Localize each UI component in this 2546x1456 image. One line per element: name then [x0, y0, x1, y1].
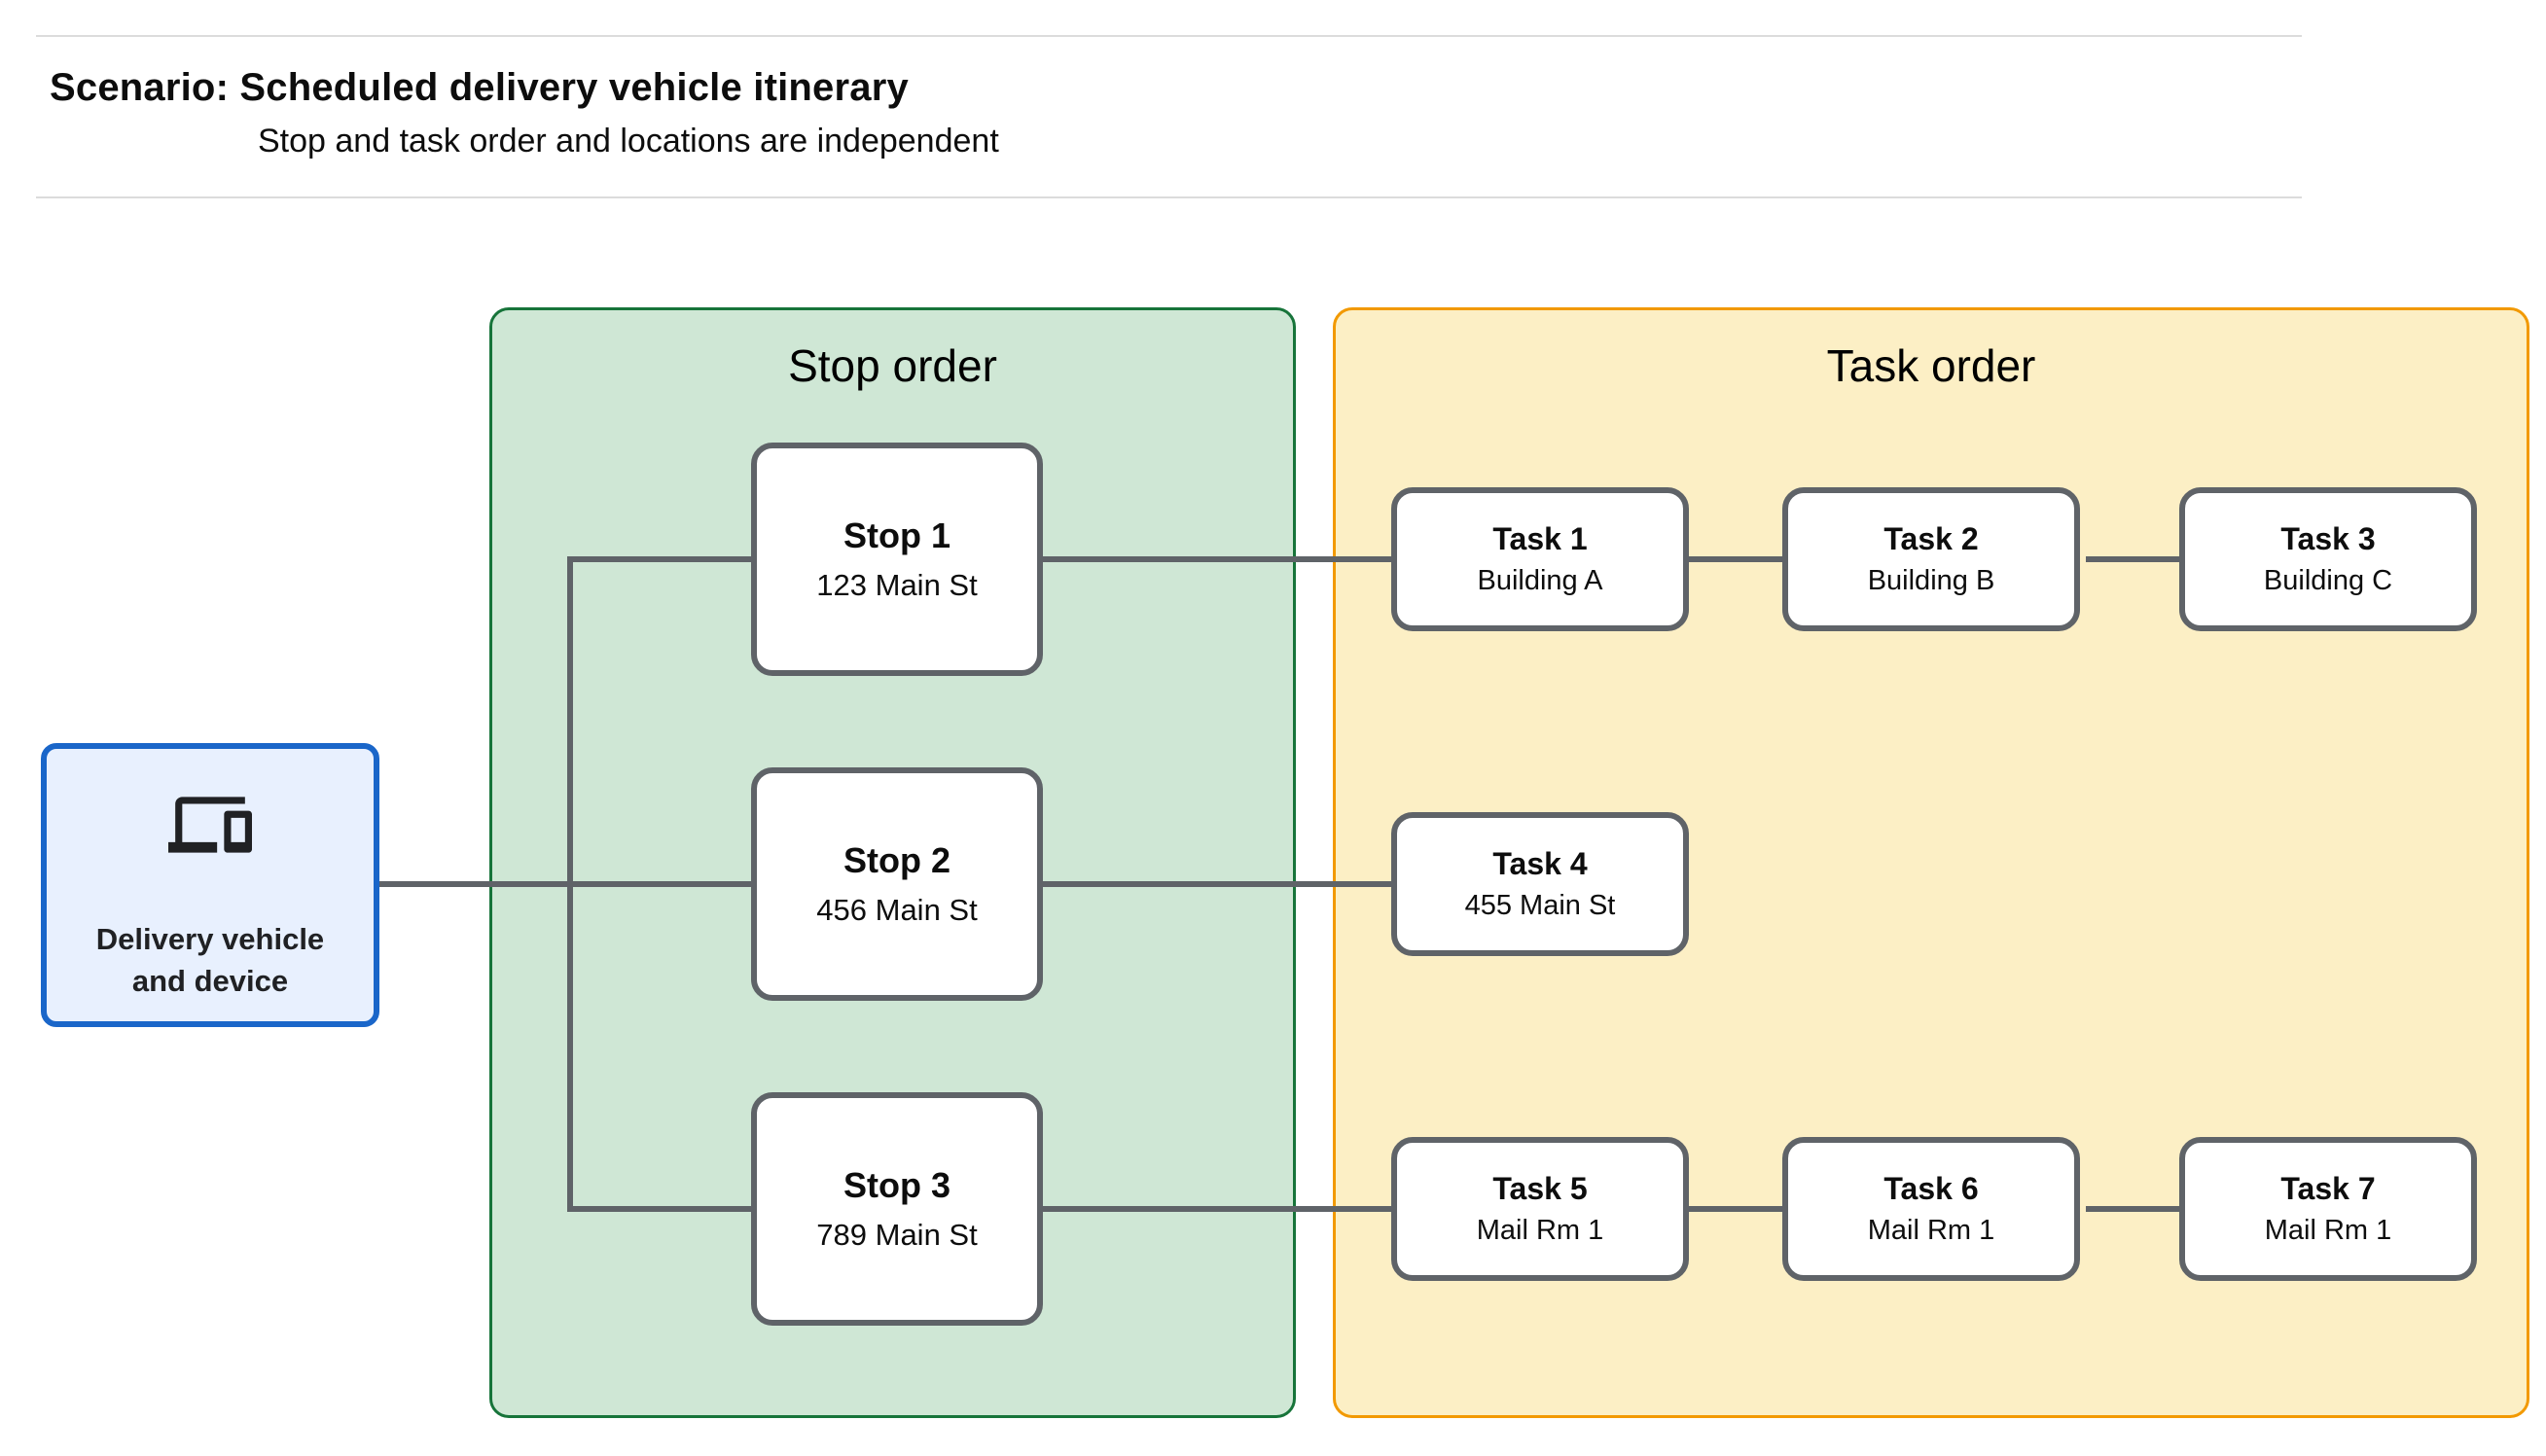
connector-trunk-vertical [567, 556, 573, 1212]
stop-2-name: Stop 2 [843, 840, 950, 880]
task-order-panel-title: Task order [1826, 340, 2036, 391]
devices-icon [168, 790, 252, 860]
task-6-location: Mail Rm 1 [1867, 1215, 1995, 1246]
connector-task6-task7 [2086, 1206, 2179, 1212]
task-3-location: Building C [2263, 565, 2393, 596]
task-7-location: Mail Rm 1 [2264, 1215, 2392, 1246]
task-node-6: Task 6 Mail Rm 1 [1782, 1137, 2080, 1281]
task-2-location: Building B [1867, 565, 1995, 596]
scenario-title: Scenario: Scheduled delivery vehicle iti… [50, 66, 909, 109]
task-4-name: Task 4 [1492, 846, 1588, 881]
task-2-name: Task 2 [1883, 521, 1979, 556]
task-node-7: Task 7 Mail Rm 1 [2179, 1137, 2477, 1281]
header-divider [36, 196, 2302, 198]
task-5-location: Mail Rm 1 [1476, 1215, 1604, 1246]
connector-stop3-task5 [1043, 1206, 1391, 1212]
connector-stop2-task4 [1043, 881, 1391, 887]
stop-node-1: Stop 1 123 Main St [751, 443, 1043, 676]
connector-trunk-stop3 [567, 1206, 751, 1212]
task-node-1: Task 1 Building A [1391, 487, 1689, 631]
connector-stop1-task1 [1043, 556, 1391, 562]
task-node-5: Task 5 Mail Rm 1 [1391, 1137, 1689, 1281]
delivery-vehicle-label: Delivery vehicle and device [95, 922, 325, 999]
stop-3-name: Stop 3 [843, 1165, 950, 1205]
task-3-name: Task 3 [2280, 521, 2376, 556]
stop-3-location: 789 Main St [816, 1218, 978, 1252]
connector-task5-task6 [1689, 1206, 1782, 1212]
connector-trunk-stop1 [567, 556, 751, 562]
stop-order-panel-title: Stop order [788, 340, 997, 391]
scenario-subtitle: Stop and task order and locations are in… [258, 123, 999, 160]
task-7-name: Task 7 [2280, 1171, 2376, 1206]
delivery-vehicle-node: Delivery vehicle and device [41, 743, 379, 1027]
stop-1-name: Stop 1 [843, 515, 950, 555]
stop-node-2: Stop 2 456 Main St [751, 767, 1043, 1001]
task-node-2: Task 2 Building B [1782, 487, 2080, 631]
task-6-name: Task 6 [1883, 1171, 1979, 1206]
task-node-3: Task 3 Building C [2179, 487, 2477, 631]
connector-task1-task2 [1689, 556, 1782, 562]
task-node-4: Task 4 455 Main St [1391, 812, 1689, 956]
top-divider [36, 35, 2302, 37]
task-1-location: Building A [1477, 565, 1603, 596]
task-4-location: 455 Main St [1464, 890, 1616, 921]
connector-task2-task3 [2086, 556, 2179, 562]
task-5-name: Task 5 [1492, 1171, 1588, 1206]
stop-2-location: 456 Main St [816, 893, 978, 927]
connector-vehicle-stop2 [379, 881, 751, 887]
stop-1-location: 123 Main St [816, 568, 978, 602]
stop-node-3: Stop 3 789 Main St [751, 1092, 1043, 1326]
task-1-name: Task 1 [1492, 521, 1588, 556]
